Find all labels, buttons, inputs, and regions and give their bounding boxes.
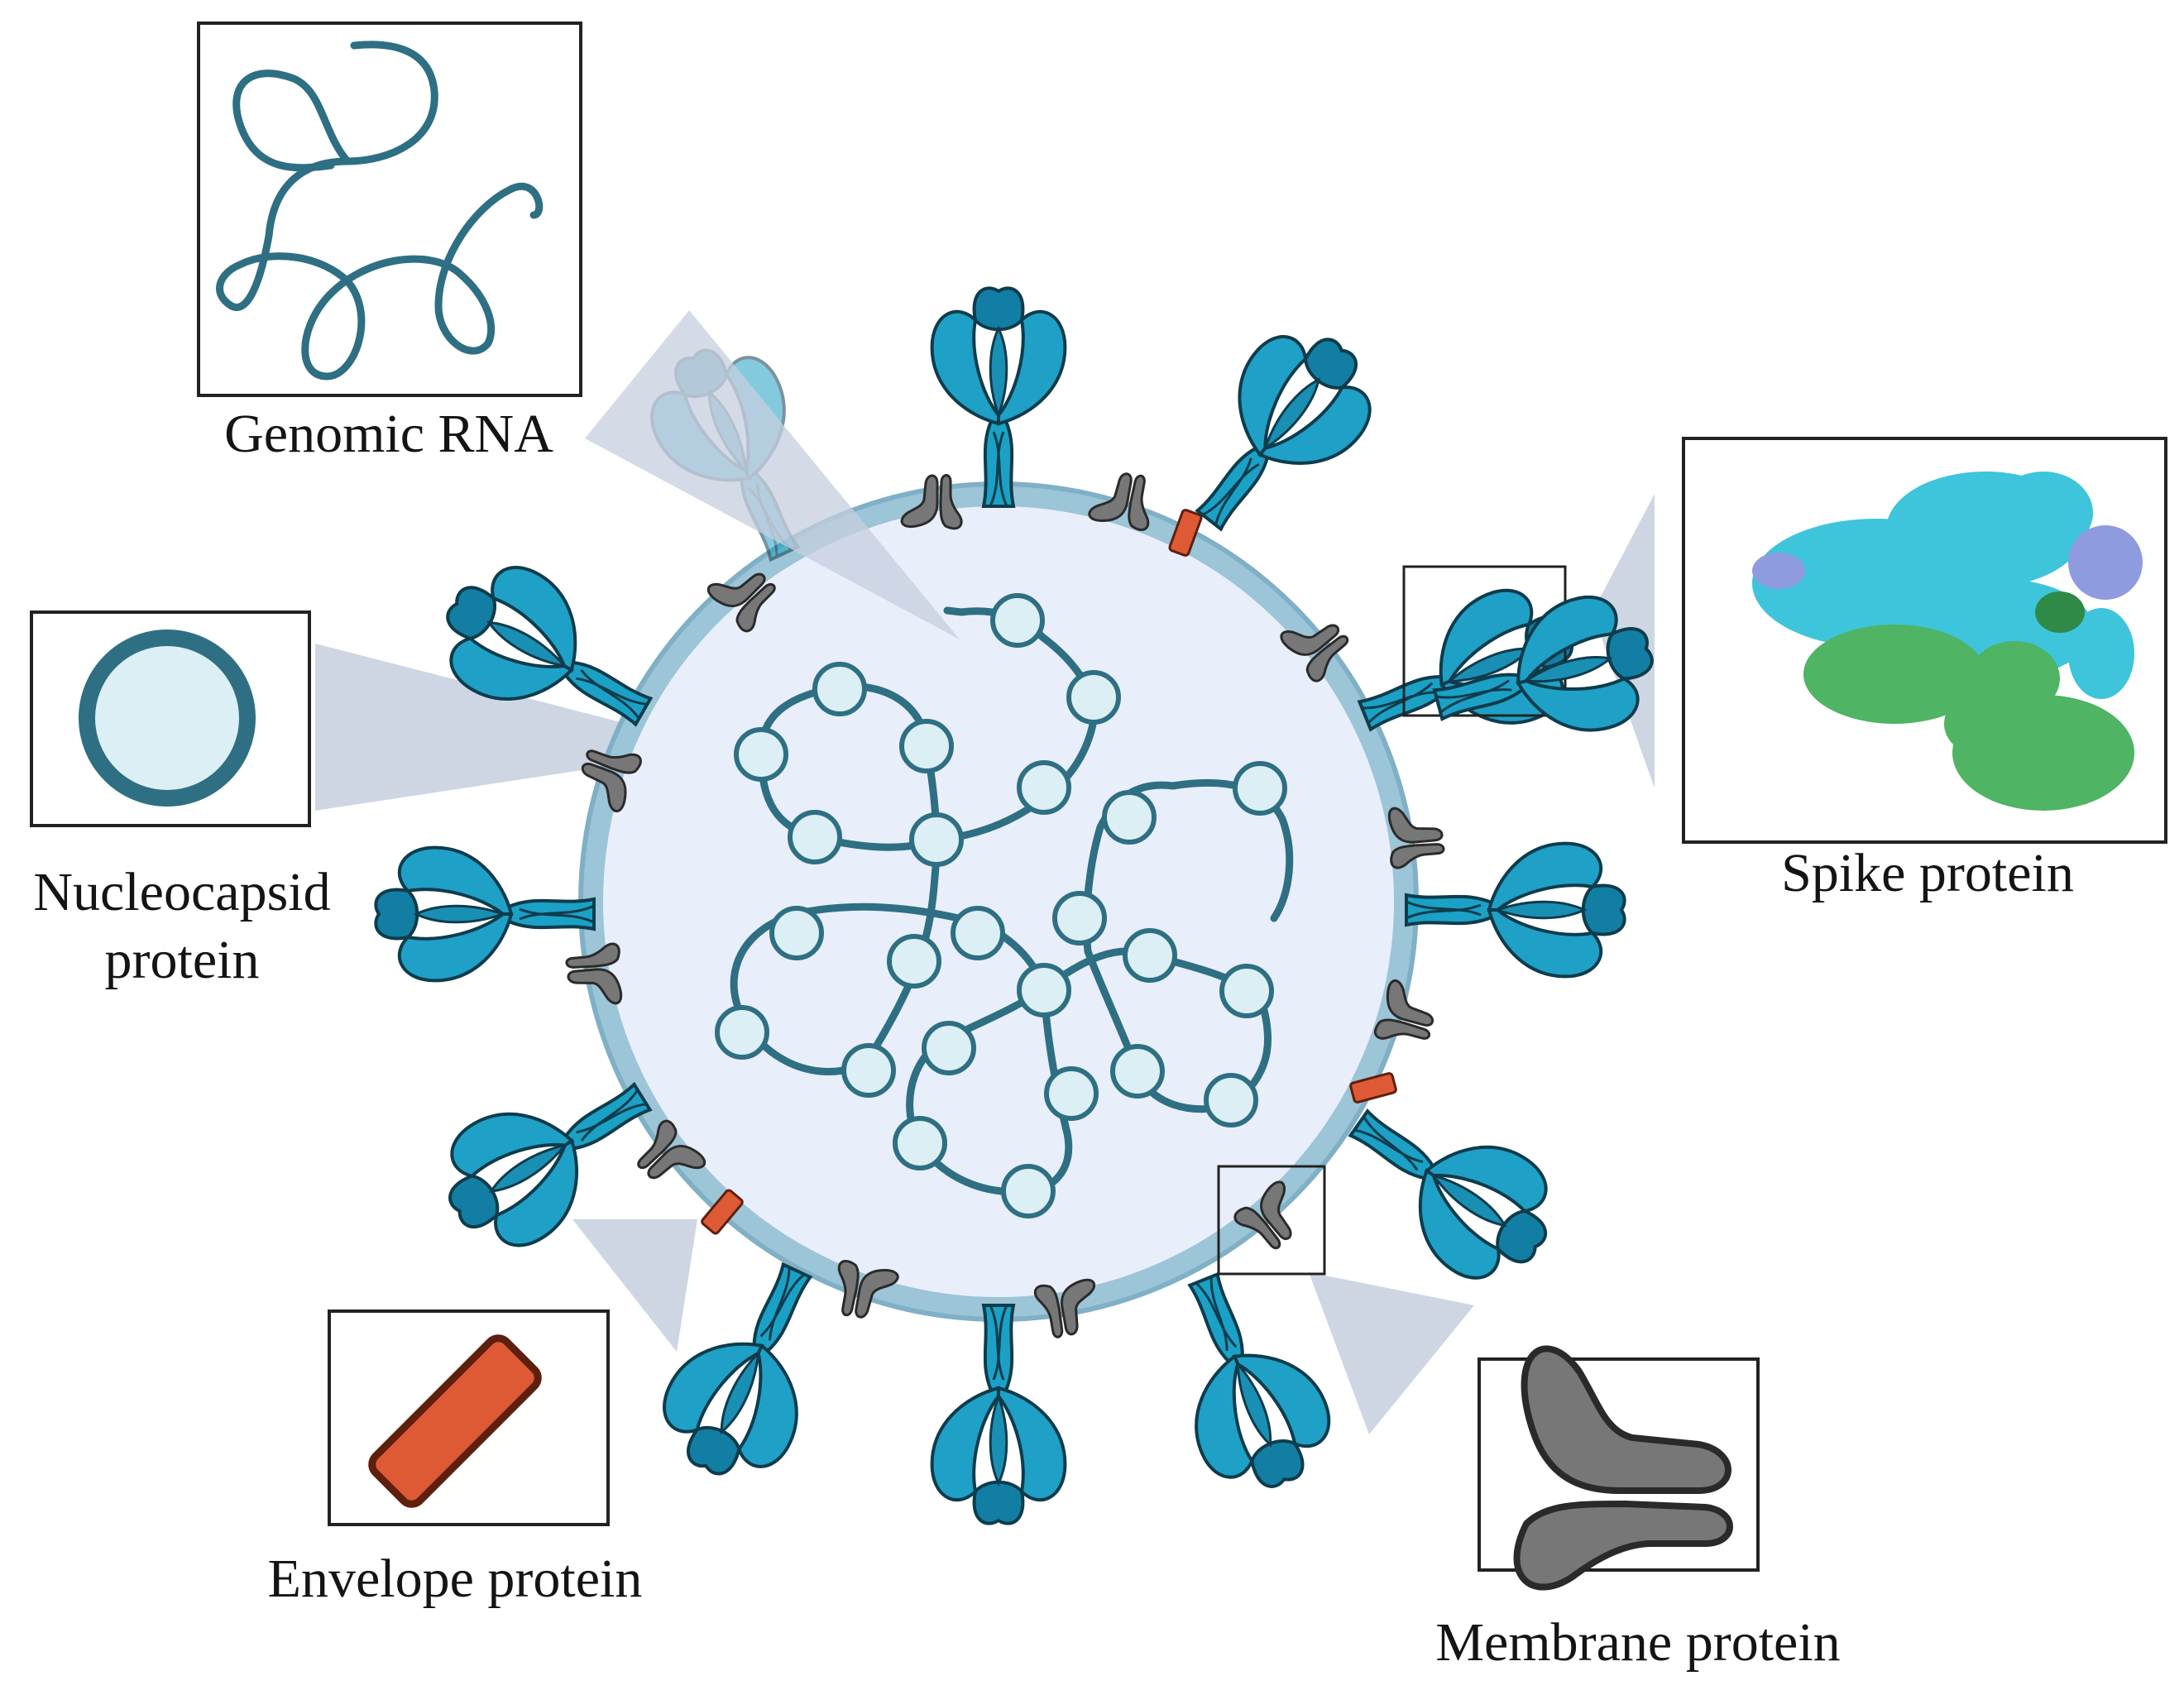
genomic-rna-label: Genomic RNA (224, 404, 553, 464)
membrane-protein-label: Membrane protein (1435, 1612, 1841, 1673)
membrane-callout-wedge (1309, 1272, 1474, 1434)
nucleocapsid-ring-icon (79, 630, 256, 807)
genomic-rna-panel (197, 22, 582, 397)
spike-protein-structure (1752, 472, 2143, 811)
rna-strand-icon (216, 41, 544, 381)
membrane-protein-icon (1513, 1345, 1733, 1591)
nucleocapsid-label-line1: Nucleocapsid (33, 862, 331, 922)
nucleocapsid-label-line2: protein (104, 930, 260, 990)
membrane-panel (1478, 1345, 1760, 1591)
nucleocapsid-callout-wedge (315, 644, 724, 811)
spike-structure-panel (1682, 437, 2167, 844)
nucleocapsid-beads (715, 593, 1287, 1218)
genomic-rna-callout-wedge (585, 310, 960, 639)
envelope-callout-wedge (572, 1219, 697, 1352)
nucleocapsid-panel (30, 610, 311, 827)
envelope-protein-icon (368, 1334, 542, 1508)
membrane-highlight-box (1217, 1165, 1326, 1276)
virion-interior (603, 506, 1394, 1297)
envelope-panel (328, 1309, 610, 1526)
spike-protein-label: Spike protein (1781, 843, 2074, 903)
envelope-protein-label: Envelope protein (267, 1549, 643, 1609)
